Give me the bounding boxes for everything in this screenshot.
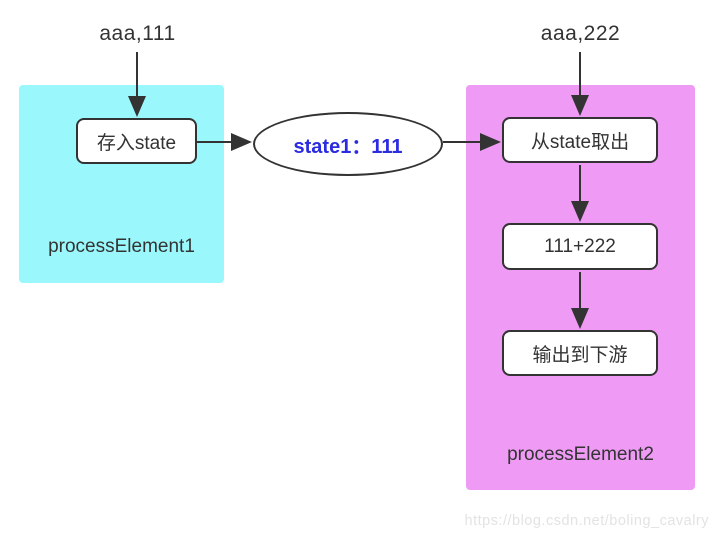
fetch-state-node: 从state取出 bbox=[502, 117, 658, 163]
sum-node: 111+222 bbox=[502, 223, 658, 270]
input-record-label-2: aaa,222 bbox=[540, 22, 621, 45]
input-record-label-1: aaa,111 bbox=[99, 22, 176, 45]
process-element-1-group: processElement1 bbox=[19, 85, 224, 283]
watermark-url: https://blog.csdn.net/boling_cavalry bbox=[464, 513, 709, 529]
process-element-1-label: processElement1 bbox=[48, 236, 195, 257]
process-element-2-label: processElement2 bbox=[507, 444, 654, 465]
store-state-node: 存入state bbox=[76, 118, 197, 164]
state-value-ellipse: state1：111 bbox=[253, 112, 443, 176]
output-downstream-node: 输出到下游 bbox=[502, 330, 658, 376]
